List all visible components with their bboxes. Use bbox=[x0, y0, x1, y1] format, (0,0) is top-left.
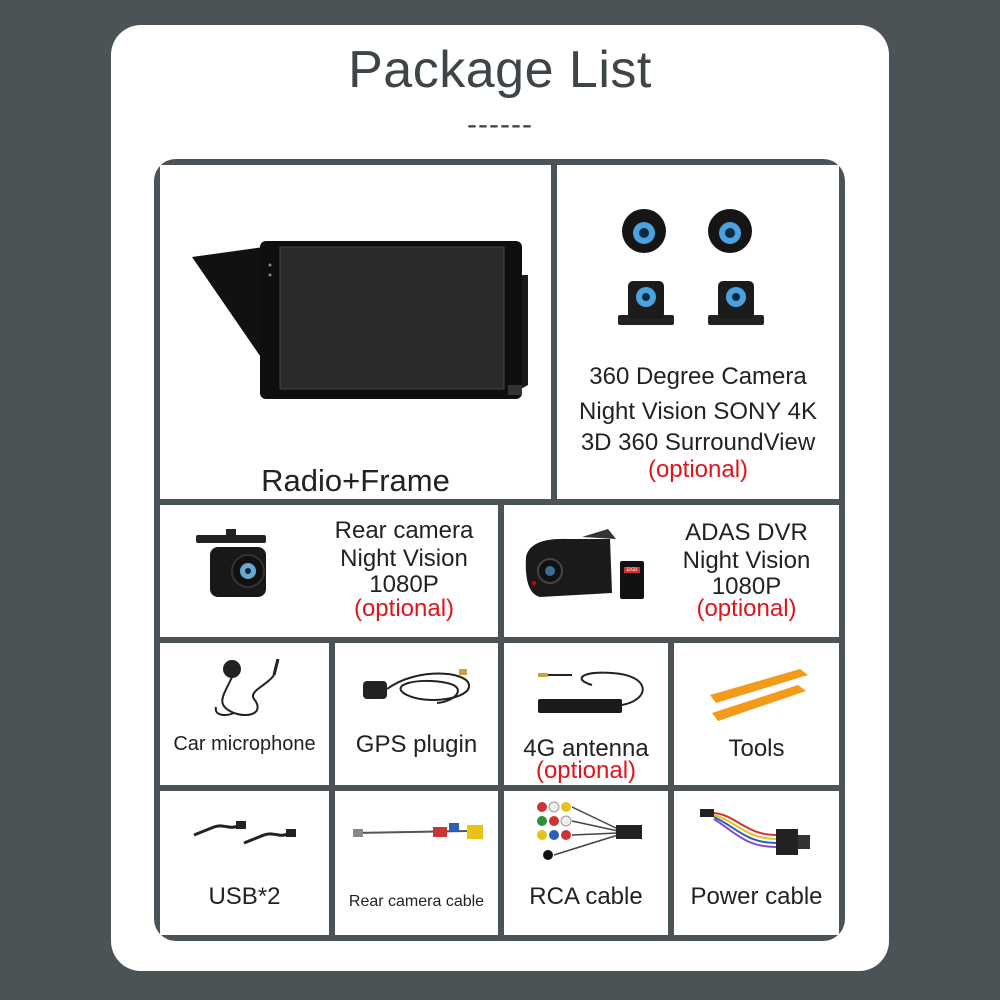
rear-camera-cable-image bbox=[353, 823, 483, 839]
title-divider: ------ bbox=[467, 108, 533, 141]
power-cable-image bbox=[700, 809, 810, 855]
gps-plugin-label: GPS plugin bbox=[355, 731, 478, 758]
microphone-image bbox=[214, 658, 280, 717]
usb-cables-image bbox=[193, 821, 296, 845]
cell-power-cable: Power cable bbox=[674, 791, 839, 935]
adas-optional: (optional) bbox=[696, 595, 797, 622]
rear-camera-optional: (optional) bbox=[353, 595, 455, 622]
cell-rear-camera: Rear camera Night Vision 1080P (optional… bbox=[160, 505, 498, 637]
cell-gps-plugin: GPS plugin bbox=[335, 643, 498, 785]
power-cable-label: Power cable bbox=[690, 883, 823, 910]
cell-tools: Tools bbox=[674, 643, 839, 785]
camera-360-line2: Night Vision SONY 4K bbox=[579, 398, 817, 425]
adas-line3: 1080P bbox=[711, 573, 782, 600]
tools-label: Tools bbox=[728, 735, 785, 762]
usb-label: USB*2 bbox=[208, 883, 281, 910]
camera-360-line3: 3D 360 SurroundView bbox=[580, 429, 816, 456]
cell-car-microphone: Car microphone bbox=[160, 643, 329, 785]
sd-card-text: 32GB bbox=[626, 567, 637, 572]
rear-camera-cable-label: Rear camera cable bbox=[348, 893, 485, 910]
rca-cable-image bbox=[537, 801, 642, 860]
page-title: Package List bbox=[348, 41, 652, 99]
antenna-4g-label: 4G antenna bbox=[523, 735, 649, 762]
radio-frame-label: Radio+Frame bbox=[261, 463, 450, 498]
cell-usb: USB*2 bbox=[160, 791, 329, 935]
camera-360-optional: (optional) bbox=[647, 456, 749, 483]
camera-360-set-image bbox=[618, 209, 764, 325]
rear-camera-image bbox=[196, 529, 266, 597]
radio-unit-image bbox=[192, 241, 528, 399]
antenna-4g-optional: (optional) bbox=[535, 757, 637, 784]
cell-radio-frame: Radio+Frame bbox=[160, 165, 551, 499]
adas-line1: ADAS DVR bbox=[685, 519, 808, 546]
pry-tools-image bbox=[710, 669, 808, 721]
rear-camera-line3: 1080P bbox=[369, 571, 439, 598]
cell-rear-camera-cable: Rear camera cable bbox=[335, 791, 498, 935]
rear-camera-line2: Night Vision bbox=[340, 545, 468, 572]
package-grid: Radio+Frame 360 Degree Camera Night Visi… bbox=[154, 159, 845, 941]
rca-cable-label: RCA cable bbox=[529, 883, 643, 910]
rear-camera-line1: Rear camera bbox=[334, 517, 474, 544]
adas-dvr-image: 32GB bbox=[525, 529, 644, 599]
cell-360-camera: 360 Degree Camera Night Vision SONY 4K 3… bbox=[557, 165, 839, 499]
cell-adas-dvr: 32GB ADAS DVR Night Vision 1080P (option… bbox=[504, 505, 839, 637]
camera-360-line1: 360 Degree Camera bbox=[589, 363, 807, 390]
car-microphone-label: Car microphone bbox=[173, 733, 316, 755]
antenna-4g-image bbox=[538, 671, 644, 713]
cell-rca-cable: RCA cable bbox=[504, 791, 668, 935]
gps-antenna-image bbox=[363, 669, 470, 704]
cell-4g-antenna: 4G antenna (optional) bbox=[504, 643, 668, 785]
adas-line2: Night Vision bbox=[682, 547, 811, 574]
